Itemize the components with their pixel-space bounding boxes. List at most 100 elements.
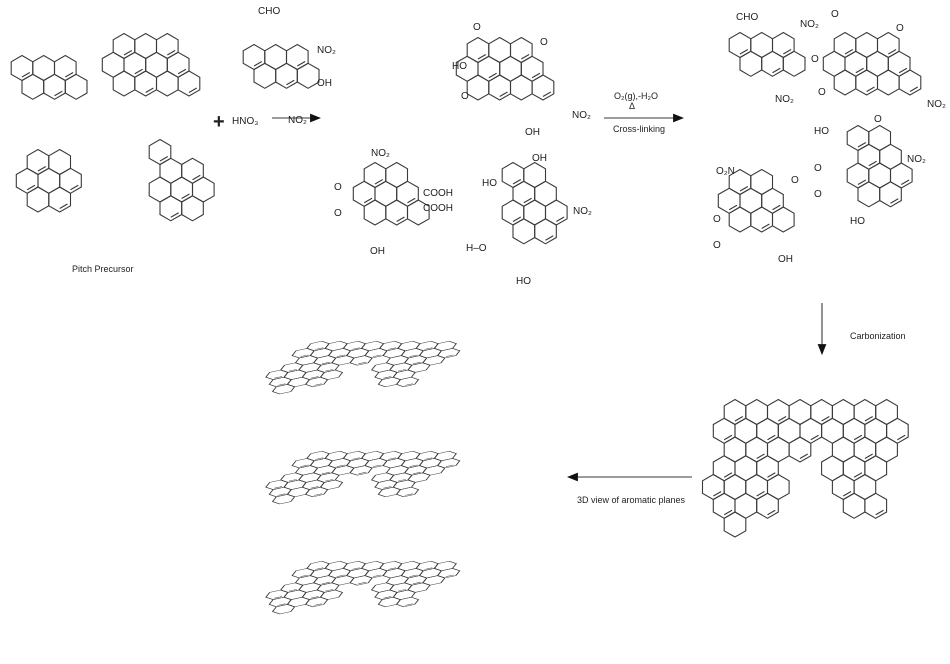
aromatic-ring [756,492,779,519]
double-bond [424,457,433,460]
aromatic-ring [271,604,296,615]
double-bond [188,87,198,93]
double-bond [445,574,454,577]
aromatic-ring [509,74,533,101]
label-no2: NO₂ [317,45,336,56]
double-bond [321,361,330,365]
double-bond [336,464,345,467]
double-bond [512,216,522,222]
aromatic-ring [349,575,373,586]
aromatic-ring [466,74,490,101]
aromatic-ring [21,73,45,100]
double-bond [842,491,852,497]
double-bond [358,361,367,365]
label-cho: CHO [258,6,280,17]
aromatic-ring [734,455,758,482]
precursor-molecule-3 [15,148,82,213]
double-bond [404,603,413,606]
label-o: O [461,91,469,102]
double-bond [336,354,345,357]
double-bond [531,72,541,79]
label-oh: OH [525,127,540,138]
double-bond [59,203,68,209]
double-bond [397,369,407,372]
double-bond [274,486,283,489]
label-no2: NO₂ [288,115,307,126]
aromatic-ring [864,492,888,519]
crosslinked-fragment-4 [717,168,795,233]
double-bond [310,596,319,599]
double-bond [409,464,418,467]
aromatic-ring [879,143,902,170]
aromatic-ring [534,218,557,245]
label-oh: OH [317,78,332,89]
double-bond [772,204,781,211]
aromatic-ring [374,180,398,207]
double-bond [545,235,554,241]
double-bond [890,198,899,204]
double-bond [313,493,322,496]
3d-view-label: 3D view of aromatic planes [577,495,686,505]
double-bond [277,603,286,606]
double-bond [170,212,179,218]
aromatic-ring [406,199,430,226]
aromatic-ring [734,492,758,519]
double-bond [277,383,286,386]
aromatic-ring [37,167,61,194]
label-o: O [874,114,882,125]
double-bond [767,472,776,478]
double-bond [397,479,407,482]
label-ho: HO [482,178,497,189]
double-bond [145,87,154,93]
label-oh: OH [532,153,547,164]
double-bond [853,434,863,441]
double-bond [844,49,854,55]
double-bond [54,90,63,97]
double-bond [123,50,133,56]
double-bond [404,383,413,386]
double-bond [315,347,324,350]
double-bond [761,223,770,229]
label-no2: NO₂ [907,154,926,165]
double-bond [325,589,334,592]
double-bond [767,434,776,441]
aromatic-ring [349,355,373,366]
label-no2: NO₂ [775,94,794,105]
double-bond [397,589,407,592]
double-bond [864,453,873,459]
double-bond [734,416,744,422]
label-o: O [713,214,721,225]
label-no2: NO₂ [573,206,592,217]
product-molecule-cooh [352,161,430,226]
double-bond [373,574,382,577]
double-bond [192,174,201,181]
double-bond [363,197,373,204]
aromatic-ring [253,62,277,89]
double-bond [412,361,421,365]
double-bond [407,197,416,204]
double-bond [321,471,330,475]
label-no2: NO₂ [927,99,946,110]
double-bond [288,589,297,592]
double-bond [277,493,286,496]
double-bond [512,179,522,185]
double-bond [37,166,47,172]
double-bond [875,509,884,516]
double-bond [901,179,910,185]
label-ho: HO [516,276,531,287]
double-bond [756,491,765,497]
double-bond [373,464,382,467]
precursor-molecule-2 [101,32,201,97]
double-bond [351,347,360,350]
label-no2: NO₂ [800,19,819,30]
double-bond [358,471,367,475]
double-bond [723,509,733,516]
double-bond [767,509,776,516]
aromatic-ring [723,511,747,538]
aromatic-ring [898,69,922,96]
aromatic-ring [876,69,900,96]
aromatic-ring [857,181,881,208]
aromatic-ring [822,50,846,77]
crosslinked-fragment-1 [728,31,806,77]
